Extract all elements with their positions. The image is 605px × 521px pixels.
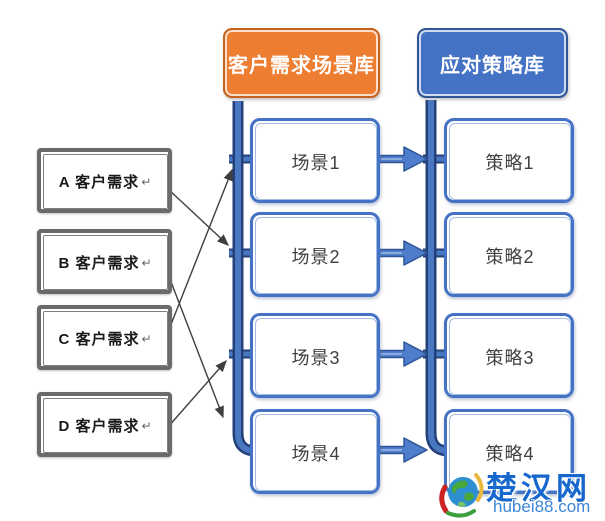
strategy-box-2: 策略2 bbox=[444, 212, 574, 297]
scenario-box-3: 场景3 bbox=[250, 313, 380, 398]
scenario-label-1: 场景1 bbox=[255, 123, 377, 200]
watermark-site-name: 楚汉网 bbox=[486, 471, 591, 506]
need-box-c: C 客户需求↵ bbox=[37, 305, 172, 370]
strategy-label-3: 策略3 bbox=[449, 318, 571, 395]
scenario-box-2: 场景2 bbox=[250, 212, 380, 297]
need-box-b: B 客户需求↵ bbox=[37, 229, 172, 294]
arrow-a-to-scenario2 bbox=[167, 188, 230, 246]
need-box-a: A 客户需求↵ bbox=[37, 148, 172, 213]
need-label-d: D 客户需求 bbox=[58, 418, 140, 435]
arrow-d-to-scenario3 bbox=[167, 359, 227, 428]
strategy-label-4: 策略4 bbox=[449, 414, 571, 491]
scenario-box-4: 场景4 bbox=[250, 409, 380, 494]
strategy-box-1: 策略1 bbox=[444, 118, 574, 203]
scenario-library-header: 客户需求场景库 bbox=[223, 28, 380, 98]
strategy-label-2: 策略2 bbox=[449, 217, 571, 294]
block-arrows bbox=[378, 146, 428, 463]
scenario-box-1: 场景1 bbox=[250, 118, 380, 203]
strategy-label-1: 策略1 bbox=[449, 123, 571, 200]
return-mark-icon: ↵ bbox=[141, 174, 153, 189]
arrow-c-to-scenario1 bbox=[167, 168, 233, 333]
return-mark-icon: ↵ bbox=[141, 331, 153, 346]
block-arrow-highlights bbox=[381, 158, 402, 451]
scenario-label-4: 场景4 bbox=[255, 414, 377, 491]
hubei88-logo-icon bbox=[439, 473, 484, 518]
scenario-label-3: 场景3 bbox=[255, 318, 377, 395]
scenario-label-2: 场景2 bbox=[255, 217, 377, 294]
strategy-library-header: 应对策略库 bbox=[417, 28, 568, 98]
arrow-b-to-scenario4 bbox=[167, 273, 224, 419]
watermark: 楚汉网 hubei88.com bbox=[436, 463, 605, 521]
need-box-d: D 客户需求↵ bbox=[37, 392, 172, 457]
return-mark-icon: ↵ bbox=[141, 255, 153, 270]
watermark-site-domain: hubei88.com bbox=[493, 497, 591, 516]
strategy-box-3: 策略3 bbox=[444, 313, 574, 398]
need-label-a: A 客户需求 bbox=[58, 174, 140, 191]
return-mark-icon: ↵ bbox=[141, 418, 153, 433]
need-label-c: C 客户需求 bbox=[58, 331, 140, 348]
mapping-arrows bbox=[167, 168, 233, 428]
need-label-b: B 客户需求 bbox=[58, 255, 140, 272]
